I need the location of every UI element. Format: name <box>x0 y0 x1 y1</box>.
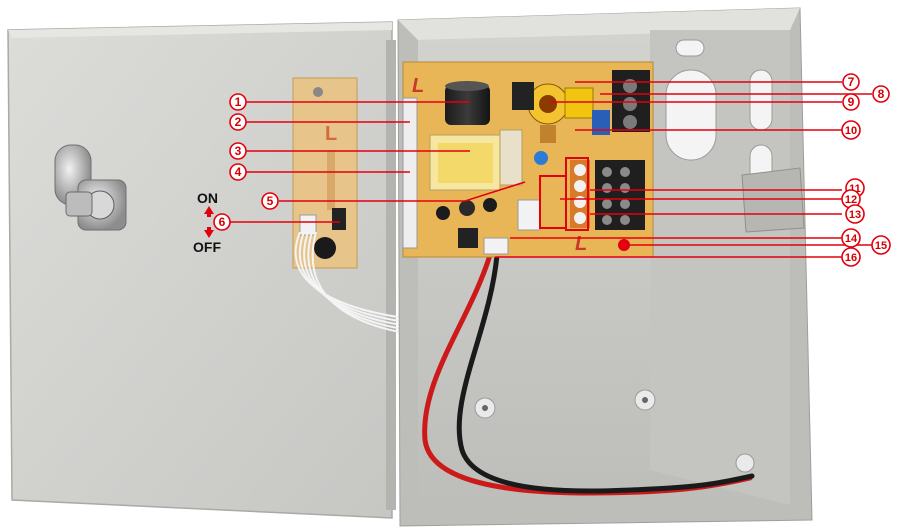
arrow-up-icon <box>204 206 214 214</box>
svg-text:3: 3 <box>235 144 242 158</box>
callout-1: 1 <box>229 93 247 111</box>
callout-leaders <box>230 81 872 258</box>
enclosure-box <box>397 7 813 527</box>
component-highlights <box>539 157 589 231</box>
callout-7: 7 <box>842 73 860 91</box>
lock-icon <box>54 144 127 231</box>
svg-text:6: 6 <box>219 215 226 229</box>
svg-text:1: 1 <box>235 95 242 109</box>
arrow-down-icon <box>204 230 214 238</box>
output-wires <box>422 252 755 496</box>
svg-text:8: 8 <box>878 87 885 101</box>
callout-markers: 1 2 3 4 5 6 7 8 9 10 11 12 13 14 15 16 <box>213 73 891 267</box>
svg-text:4: 4 <box>235 165 242 179</box>
switch-off-label: OFF <box>193 239 221 255</box>
svg-text:16: 16 <box>845 252 857 264</box>
callout-9: 9 <box>842 93 860 111</box>
svg-text:5: 5 <box>267 194 274 208</box>
svg-text:12: 12 <box>845 194 857 206</box>
svg-text:7: 7 <box>848 75 855 89</box>
callout-13: 13 <box>845 204 865 224</box>
callout-8: 8 <box>872 85 890 103</box>
callout-2: 2 <box>229 113 247 131</box>
callout-3: 3 <box>229 142 247 160</box>
svg-text:13: 13 <box>849 209 861 221</box>
callout-14: 14 <box>841 228 861 248</box>
pcb-board: L L <box>402 61 654 258</box>
svg-text:14: 14 <box>845 233 858 245</box>
callout-4: 4 <box>229 163 247 181</box>
callout-16: 16 <box>841 247 861 267</box>
callout-10: 10 <box>841 120 861 140</box>
svg-text:L: L <box>575 233 587 255</box>
callout-5: 5 <box>261 192 279 210</box>
callout-6: 6 <box>213 213 231 231</box>
switch-on-label: ON <box>197 190 218 206</box>
callout-15: 15 <box>871 235 891 255</box>
svg-text:9: 9 <box>848 95 855 109</box>
svg-text:2: 2 <box>235 115 242 129</box>
svg-text:15: 15 <box>875 240 887 252</box>
svg-text:L: L <box>325 123 337 145</box>
door-switch-board: L <box>292 77 358 269</box>
svg-text:11: 11 <box>849 183 861 195</box>
switch-labels: ON OFF <box>193 190 221 255</box>
svg-text:10: 10 <box>845 125 857 137</box>
svg-text:L: L <box>412 75 424 97</box>
